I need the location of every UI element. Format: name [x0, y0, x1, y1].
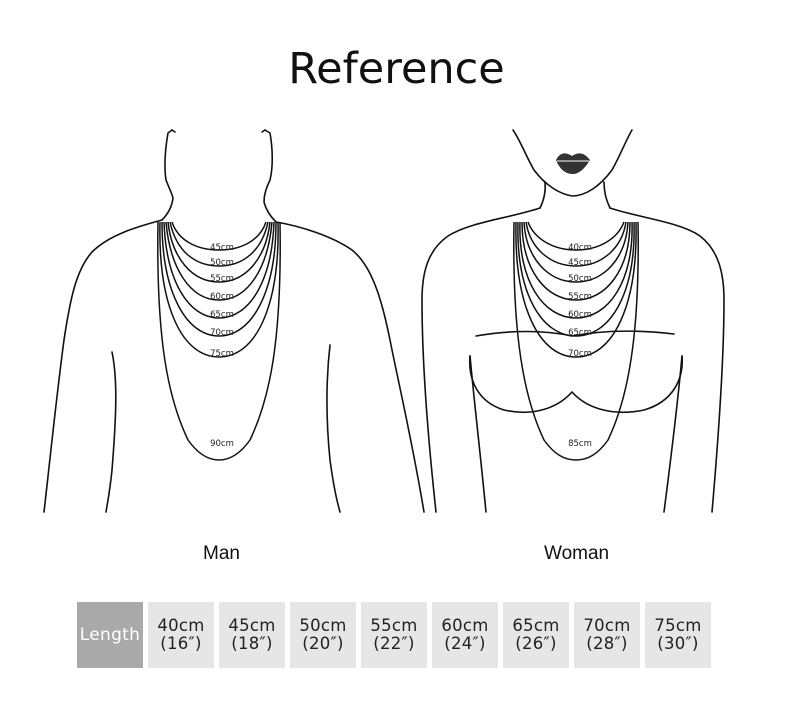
length-inch: (28″): [586, 634, 628, 653]
length-cell: 70cm (28″): [574, 602, 640, 668]
woman-length-label: 55cm: [568, 292, 592, 302]
length-cell: 55cm (22″): [361, 602, 427, 668]
length-cm: 60cm: [441, 616, 489, 635]
woman-length-label: 60cm: [568, 310, 592, 320]
length-cell: 65cm (26″): [503, 602, 569, 668]
length-cm: 70cm: [583, 616, 631, 635]
man-length-label: 75cm: [210, 349, 234, 359]
length-inch: (20″): [302, 634, 344, 653]
length-cell: 40cm (16″): [148, 602, 214, 668]
length-inch: (22″): [373, 634, 415, 653]
length-inch: (18″): [231, 634, 273, 653]
length-cm: 45cm: [228, 616, 276, 635]
length-cm: 75cm: [654, 616, 702, 635]
man-length-label: 45cm: [210, 243, 234, 253]
woman-length-label: 70cm: [568, 349, 592, 359]
length-cm: 55cm: [370, 616, 418, 635]
woman-length-label: 65cm: [568, 328, 592, 338]
page-title: Reference: [288, 44, 505, 94]
length-cell: 60cm (24″): [432, 602, 498, 668]
length-inch: (26″): [515, 634, 557, 653]
length-table: Length 40cm (16″) 45cm (18″) 50cm (20″) …: [77, 602, 711, 668]
length-cell: 50cm (20″): [290, 602, 356, 668]
length-header-cell: Length: [77, 602, 143, 668]
man-silhouette: [43, 129, 425, 513]
man-length-labels: 45cm 50cm 55cm 60cm 65cm 70cm 75cm 90cm: [210, 243, 234, 449]
woman-length-label: 40cm: [568, 243, 592, 253]
man-length-label: 70cm: [210, 328, 234, 338]
length-cm: 40cm: [157, 616, 205, 635]
man-length-label: 65cm: [210, 310, 234, 320]
man-length-label: 55cm: [210, 274, 234, 284]
woman-length-label: 45cm: [568, 258, 592, 268]
length-cell: 75cm (30″): [645, 602, 711, 668]
woman-length-label: 85cm: [568, 439, 592, 449]
length-cm: 65cm: [512, 616, 560, 635]
woman-length-labels: 40cm 45cm 50cm 55cm 60cm 65cm 70cm 85cm: [568, 243, 592, 449]
man-length-label: 50cm: [210, 258, 234, 268]
length-cell: 45cm (18″): [219, 602, 285, 668]
length-inch: (16″): [160, 634, 202, 653]
woman-length-label: 50cm: [568, 274, 592, 284]
man-caption: Man: [203, 543, 240, 564]
woman-silhouette: [421, 129, 725, 513]
man-length-label: 60cm: [210, 292, 234, 302]
woman-caption: Woman: [544, 543, 610, 564]
length-inch: (30″): [657, 634, 699, 653]
lips-icon: [556, 153, 590, 174]
man-necklaces: [157, 221, 281, 461]
length-header-label: Length: [79, 625, 141, 645]
length-cm: 50cm: [299, 616, 347, 635]
length-inch: (24″): [444, 634, 486, 653]
woman-necklaces: [513, 221, 639, 461]
necklace-length-diagram: 45cm 50cm 55cm 60cm 65cm 70cm 75cm 90cm: [43, 129, 725, 513]
man-length-label: 90cm: [210, 439, 234, 449]
